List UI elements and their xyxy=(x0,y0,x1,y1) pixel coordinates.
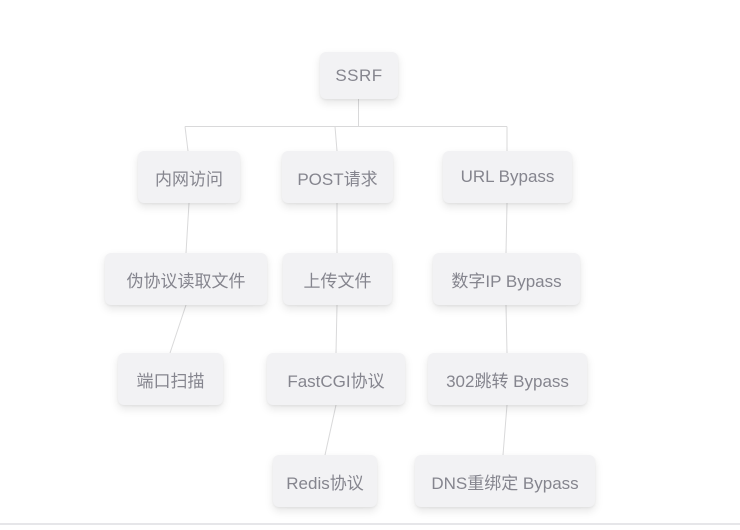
page-bottom-divider xyxy=(0,523,740,525)
node-dns-rebinding-bypass[interactable]: DNS重绑定 Bypass xyxy=(415,455,595,507)
node-upload-file[interactable]: 上传文件 xyxy=(283,253,392,305)
node-intranet-access[interactable]: 内网访问 xyxy=(138,151,240,203)
node-fastcgi-protocol[interactable]: FastCGI协议 xyxy=(267,353,405,405)
node-url-bypass[interactable]: URL Bypass xyxy=(443,151,572,203)
node-302-redirect-bypass[interactable]: 302跳转 Bypass xyxy=(428,353,587,405)
node-numeric-ip-bypass[interactable]: 数字IP Bypass xyxy=(433,253,580,305)
node-pseudo-protocol-read-file[interactable]: 伪协议读取文件 xyxy=(105,253,267,305)
node-post-request[interactable]: POST请求 xyxy=(282,151,393,203)
node-redis-protocol[interactable]: Redis协议 xyxy=(273,455,377,507)
node-port-scan[interactable]: 端口扫描 xyxy=(118,353,223,405)
node-ssrf[interactable]: SSRF xyxy=(320,52,398,99)
